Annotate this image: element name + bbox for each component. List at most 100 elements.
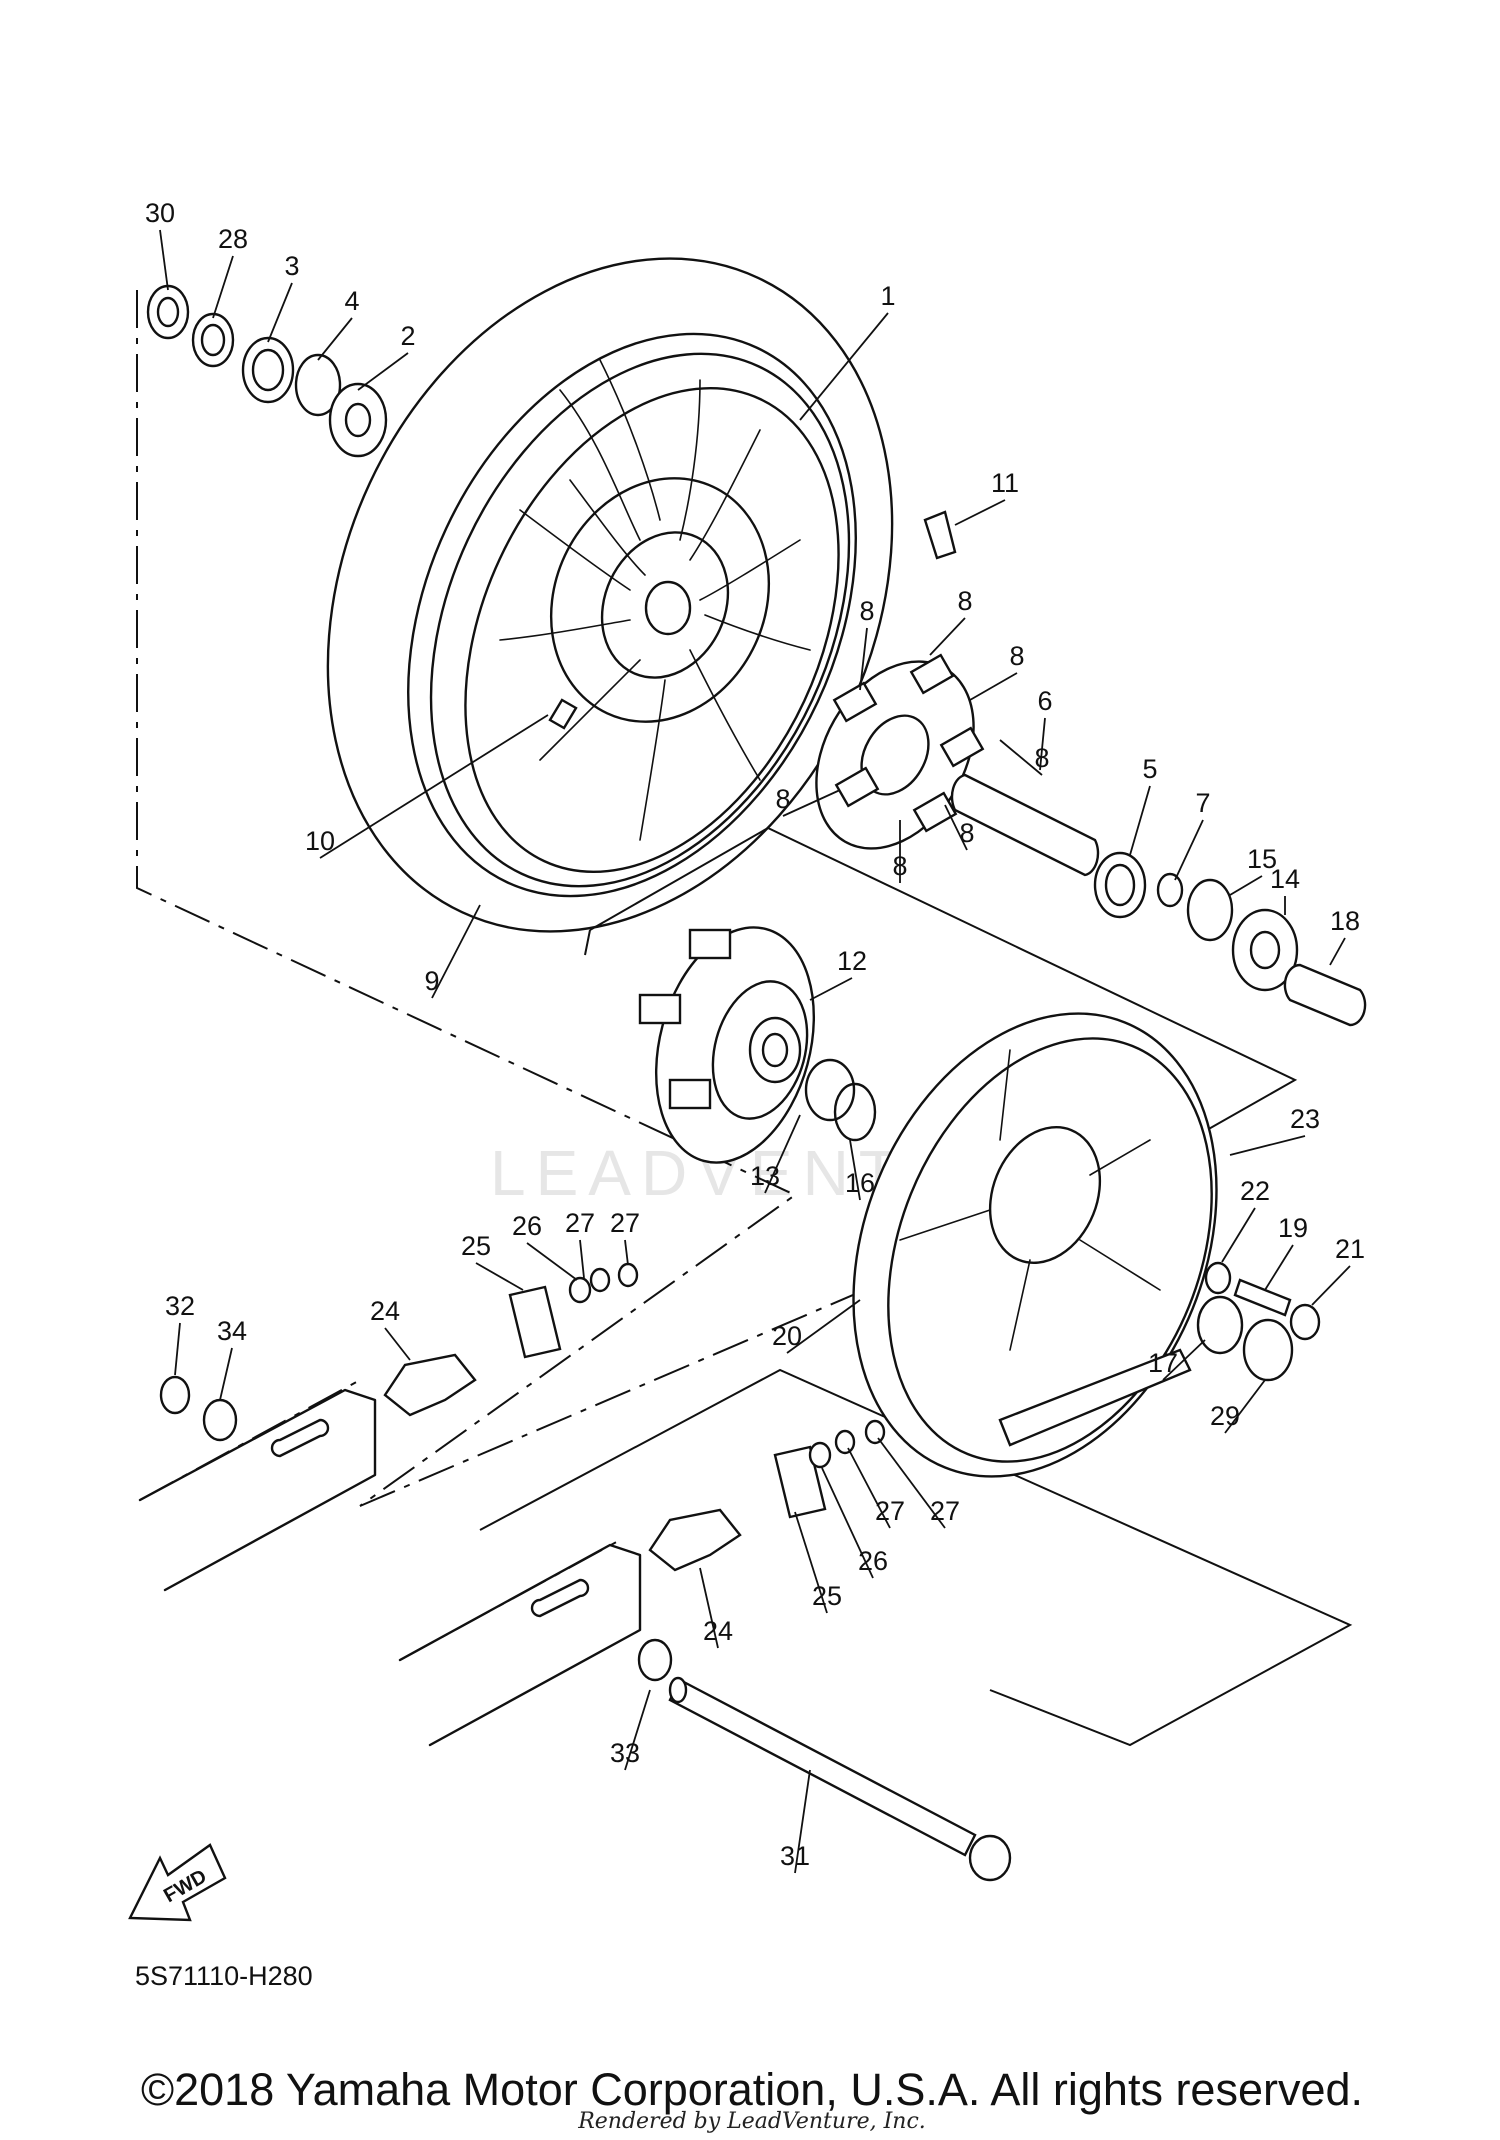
leader-line xyxy=(782,789,841,817)
part-label-15[interactable]: 15 xyxy=(1247,844,1277,874)
leader-line xyxy=(1174,819,1204,881)
axle-31 xyxy=(668,1676,1012,1882)
leader-line xyxy=(794,1769,811,1874)
leader-line xyxy=(267,282,293,343)
part-label-26[interactable]: 26 xyxy=(858,1546,888,1576)
leader-line xyxy=(212,255,234,319)
rear-pulley xyxy=(852,1012,1218,1478)
part-label-27[interactable]: 27 xyxy=(930,1496,960,1526)
leader-line xyxy=(219,1347,233,1401)
leader-line xyxy=(849,1139,861,1201)
leader-line xyxy=(1224,1379,1266,1434)
part-label-27[interactable]: 27 xyxy=(875,1496,905,1526)
leader-line xyxy=(821,1467,874,1579)
rendered-by-text: Rendered by LeadVenture, Inc. xyxy=(577,2109,926,2134)
part-label-2[interactable]: 2 xyxy=(400,321,415,351)
part-label-8[interactable]: 8 xyxy=(859,596,874,626)
part-label-9[interactable]: 9 xyxy=(424,966,439,996)
leader-line xyxy=(1039,717,1046,771)
part-label-1[interactable]: 1 xyxy=(880,281,895,311)
part-label-23[interactable]: 23 xyxy=(1290,1104,1320,1134)
swingarm-left xyxy=(138,1262,639,1592)
part-label-24[interactable]: 24 xyxy=(703,1616,733,1646)
part-label-17[interactable]: 17 xyxy=(1148,1348,1178,1378)
leader-line xyxy=(859,627,868,691)
part-label-10[interactable]: 10 xyxy=(305,826,335,856)
part-label-24[interactable]: 24 xyxy=(370,1296,400,1326)
leader-line xyxy=(847,1447,891,1529)
part-label-8[interactable]: 8 xyxy=(1009,641,1024,671)
part-label-30[interactable]: 30 xyxy=(145,198,175,228)
part-label-6[interactable]: 6 xyxy=(1037,686,1052,716)
part-label-27[interactable]: 27 xyxy=(610,1208,640,1238)
leader-line xyxy=(786,1299,861,1354)
leader-line xyxy=(317,317,353,361)
part-label-8[interactable]: 8 xyxy=(775,784,790,814)
left-bearings xyxy=(146,284,388,458)
leader-line xyxy=(969,672,1018,701)
part-label-8[interactable]: 8 xyxy=(957,586,972,616)
pulley-fasteners xyxy=(1196,1261,1321,1382)
part-label-5[interactable]: 5 xyxy=(1142,754,1157,784)
leader-line xyxy=(384,1327,411,1361)
part-label-18[interactable]: 18 xyxy=(1330,906,1360,936)
part-label-29[interactable]: 29 xyxy=(1210,1401,1240,1431)
part-label-28[interactable]: 28 xyxy=(218,224,248,254)
part-label-25[interactable]: 25 xyxy=(812,1581,842,1611)
part-label-7[interactable]: 7 xyxy=(1195,788,1210,818)
leader-line xyxy=(624,1239,629,1266)
part-label-4[interactable]: 4 xyxy=(344,286,359,316)
leader-line xyxy=(954,499,1006,526)
leader-line xyxy=(1129,785,1151,856)
leader-line xyxy=(1162,1339,1206,1381)
part-label-20[interactable]: 20 xyxy=(772,1321,802,1351)
part-11-clip xyxy=(923,510,957,560)
leader-line xyxy=(526,1242,578,1281)
part-label-14[interactable]: 14 xyxy=(1270,864,1300,894)
leader-line xyxy=(1329,937,1346,966)
leader-lines xyxy=(159,229,1351,1874)
part-label-16[interactable]: 16 xyxy=(845,1168,875,1198)
clutch-hub-12 xyxy=(638,926,877,1164)
leader-line xyxy=(877,1437,946,1529)
leader-line xyxy=(624,1689,651,1771)
part-label-19[interactable]: 19 xyxy=(1278,1213,1308,1243)
part-label-25[interactable]: 25 xyxy=(461,1231,491,1261)
damper-hub-8 xyxy=(815,653,985,850)
diagram-code: 5S71110-H280 xyxy=(135,1961,313,1991)
leader-line xyxy=(1229,1135,1306,1156)
part-label-12[interactable]: 12 xyxy=(837,946,867,976)
leader-line xyxy=(999,739,1043,776)
part-label-32[interactable]: 32 xyxy=(165,1291,195,1321)
part-label-27[interactable]: 27 xyxy=(565,1208,595,1238)
part-label-31[interactable]: 31 xyxy=(780,1841,810,1871)
part-label-8[interactable]: 8 xyxy=(959,818,974,848)
fwd-arrow-icon: FWD xyxy=(128,1843,227,1922)
part-label-13[interactable]: 13 xyxy=(750,1161,780,1191)
part-label-34[interactable]: 34 xyxy=(217,1316,247,1346)
leader-line xyxy=(929,617,966,656)
part-label-11[interactable]: 11 xyxy=(991,468,1019,498)
copyright-text: ©2018 Yamaha Motor Corporation, U.S.A. A… xyxy=(141,2064,1363,2115)
part-label-33[interactable]: 33 xyxy=(610,1738,640,1768)
leader-line xyxy=(159,229,169,291)
leader-line xyxy=(1229,875,1263,896)
part-label-8[interactable]: 8 xyxy=(1034,743,1049,773)
leader-line xyxy=(764,1114,801,1194)
part-label-26[interactable]: 26 xyxy=(512,1211,542,1241)
leader-line xyxy=(1311,1265,1351,1306)
leader-line xyxy=(809,977,853,1001)
right-spacers xyxy=(950,773,1367,1027)
part-label-8[interactable]: 8 xyxy=(892,851,907,881)
leader-line xyxy=(174,1322,181,1376)
part-label-3[interactable]: 3 xyxy=(284,251,299,281)
part-label-21[interactable]: 21 xyxy=(1335,1234,1365,1264)
leader-line xyxy=(475,1262,524,1291)
part-label-22[interactable]: 22 xyxy=(1240,1176,1270,1206)
leader-line xyxy=(431,904,481,999)
leader-line xyxy=(357,352,409,391)
swingarm-right xyxy=(398,1419,886,1747)
